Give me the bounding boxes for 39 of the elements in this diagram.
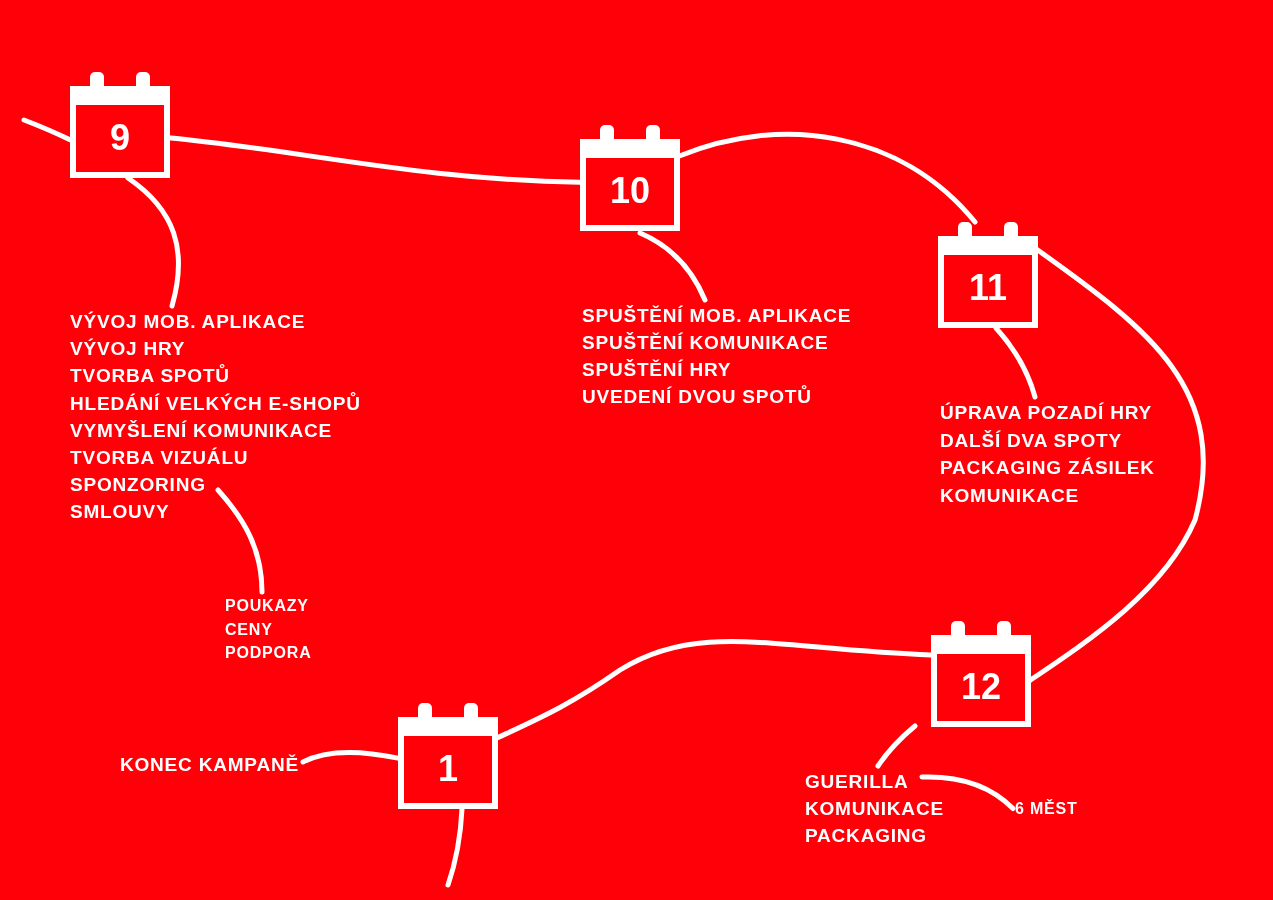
- list-item: PODPORA: [225, 643, 312, 663]
- day-number: 1: [437, 749, 459, 789]
- connector-line: [125, 175, 181, 309]
- list-item: TVORBA VIZUÁLU: [70, 446, 249, 470]
- connector-line: [21, 117, 73, 143]
- connector-line: [215, 487, 265, 595]
- connector-line: [677, 131, 978, 225]
- list-item: DALŠÍ DVA SPOTY: [940, 428, 1122, 453]
- list-item: VYMYŠLENÍ KOMUNIKACE: [70, 418, 332, 443]
- day-number: 10: [608, 171, 651, 211]
- day-number: 9: [109, 118, 131, 158]
- note-text: 6 MĚST: [1015, 798, 1078, 819]
- list-item: KOMUNIKACE: [940, 483, 1079, 508]
- list-item: GUERILLA: [805, 770, 909, 794]
- connector-line: [637, 230, 708, 303]
- list-item: SPUŠTĚNÍ HRY: [582, 358, 732, 382]
- list-item: VÝVOJ HRY: [70, 337, 186, 362]
- connector-line: [993, 325, 1038, 400]
- connector-line: [300, 749, 401, 765]
- list-item: ÚPRAVA POZADÍ HRY: [940, 401, 1153, 425]
- list-item: TVORBA SPOTŮ: [70, 363, 230, 389]
- list-item: VÝVOJ MOB. APLIKACE: [70, 310, 306, 334]
- connector-line: [445, 806, 465, 888]
- list-item: SPUŠTĚNÍ KOMUNIKACE: [582, 331, 829, 355]
- list-item: PACKAGING: [805, 824, 927, 848]
- list-item: SPONZORING: [70, 473, 206, 498]
- day-number: 12: [959, 667, 1002, 707]
- list-item: UVEDENÍ DVOU SPOTŮ: [582, 384, 812, 409]
- list-item: CENY: [225, 619, 273, 640]
- connector-line: [875, 723, 918, 769]
- list-item: KOMUNIKACE: [805, 797, 944, 821]
- connector-line: [919, 774, 1016, 811]
- list-item: SPUŠTĚNÍ MOB. APLIKACE: [582, 304, 852, 328]
- list-item: PACKAGING ZÁSILEK: [940, 456, 1155, 480]
- note-text: KONEC KAMPANĚ: [120, 753, 299, 777]
- list-item: HLEDÁNÍ VELKÝCH E-SHOPŮ: [70, 391, 361, 416]
- day-number: 11: [967, 268, 1009, 308]
- list-item: SMLOUVY: [70, 500, 170, 525]
- list-item: POUKAZY: [225, 596, 309, 616]
